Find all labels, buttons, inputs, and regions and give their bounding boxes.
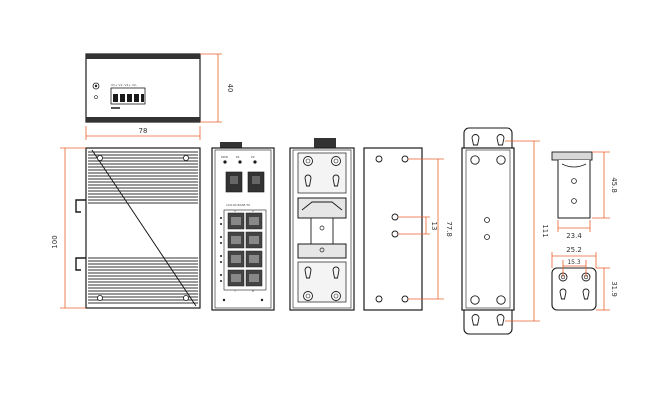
- keyhole-icon: [332, 174, 340, 187]
- dim-label-panel-height: 111: [541, 224, 549, 237]
- dim-label-bracket-width: 25.2: [566, 246, 582, 254]
- front-view: PWR P1 P2 10/100 BASE-TX: [211, 142, 275, 311]
- keyhole-icon: [559, 288, 567, 300]
- din-rail-clip: [297, 197, 347, 259]
- dim-clip-width: [557, 220, 591, 232]
- mount-hole-icon: [496, 295, 506, 305]
- ground-screw-icon: [92, 82, 100, 90]
- dim-top-width: [85, 126, 201, 140]
- screw-icon: [182, 154, 189, 161]
- port-numbers: 1 2 7 8: [234, 209, 254, 293]
- screw-icon: [97, 294, 104, 301]
- side-view: 100: [51, 147, 201, 309]
- rear-plate: 77.8 13: [363, 147, 453, 311]
- rj45-inner: [231, 217, 259, 282]
- mount-hole-icon: [470, 295, 480, 305]
- mount-hole-icon: [331, 156, 341, 166]
- din-clip-detail: 45.8 23.4: [551, 151, 618, 240]
- din-clip-profile: [75, 199, 86, 271]
- dim-bracket-inner: [562, 260, 587, 277]
- dim-bracket-height: [596, 267, 610, 311]
- rear-view: [289, 138, 355, 311]
- dim-rail-small: [398, 216, 430, 235]
- dim-top-height: [200, 53, 222, 123]
- svg-text:7: 7: [234, 289, 236, 293]
- mount-hole-icon: [496, 155, 506, 165]
- terminal-label: V1+ V1- V2+ V2-: [111, 83, 137, 87]
- sfp-ports: [225, 171, 265, 193]
- dim-panel-height: [505, 140, 540, 322]
- dim-rail-center: [408, 158, 444, 300]
- svg-text:1: 1: [234, 209, 236, 213]
- keyhole-icon: [582, 288, 590, 300]
- terminal-block: V1+ V1- V2+ V2-: [110, 83, 146, 105]
- panel-mount-view: 111: [461, 127, 549, 335]
- fins-upper: [88, 151, 198, 204]
- dim-bracket-width: [551, 252, 597, 268]
- port-leds: [220, 217, 222, 282]
- led-row: PWR P1 P2: [221, 155, 257, 164]
- keyhole-icon: [304, 174, 312, 187]
- keyhole-icon: [471, 314, 480, 326]
- dim-label-clip-height: 45.8: [610, 177, 618, 193]
- mount-hole-icon: [470, 155, 480, 165]
- keyhole-icon: [496, 134, 505, 146]
- mount-hole-icon: [303, 291, 313, 301]
- dim-label-rail-small: 13: [430, 222, 438, 231]
- mount-hole-icon: [331, 291, 341, 301]
- dim-clip-height: [592, 151, 610, 219]
- keyhole-icon: [471, 134, 480, 146]
- dim-label-bracket-inner: 15.3: [567, 259, 581, 266]
- svg-text:2: 2: [252, 209, 254, 213]
- mount-hole-icon: [303, 156, 313, 166]
- keyhole-icon: [332, 266, 340, 279]
- dim-label-bracket-height: 31.9: [610, 281, 618, 297]
- port-group-label: 10/100 BASE-TX: [226, 203, 250, 207]
- dim-label-top-height: 40: [226, 84, 234, 93]
- screw-icon: [97, 154, 104, 161]
- top-view: V1+ V1- V2+ V2- 40 78: [85, 53, 234, 140]
- bracket-detail: 25.2 15.3 31.9: [551, 246, 618, 311]
- led-label-p1: P1: [236, 155, 240, 159]
- dim-label-clip-width: 23.4: [566, 232, 582, 240]
- dim-label-side-height: 100: [51, 235, 59, 248]
- keyhole-icon: [304, 266, 312, 279]
- dim-label-rail-center: 77.8: [445, 221, 453, 237]
- led-label-p2: P2: [251, 155, 255, 159]
- screw-icon: [182, 294, 189, 301]
- keyhole-icon: [496, 314, 505, 326]
- dim-label-top-width: 78: [139, 127, 148, 135]
- svg-text:8: 8: [252, 289, 254, 293]
- led-label-pwr: PWR: [221, 155, 228, 159]
- dim-side-height: [60, 147, 86, 309]
